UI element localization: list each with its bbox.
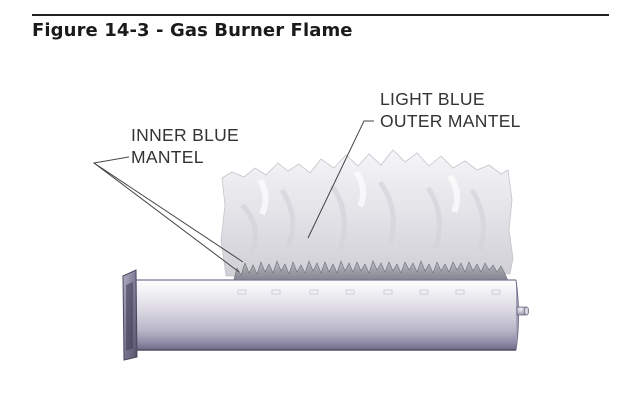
outer-label-line1: LIGHT BLUE bbox=[380, 89, 485, 109]
outer-mantel-leader bbox=[307, 120, 374, 239]
inner-label-line2: MANTEL bbox=[131, 147, 204, 167]
tube-end-pin bbox=[516, 306, 530, 316]
inner-mantel-flame bbox=[232, 260, 510, 284]
inner-mantel-leader-upper bbox=[92, 156, 244, 263]
figure-title: Figure 14-3 - Gas Burner Flame bbox=[32, 20, 353, 41]
inner-label-line1: INNER BLUE bbox=[131, 125, 240, 145]
leader-lines bbox=[92, 120, 374, 273]
burner-ports bbox=[237, 289, 501, 295]
outer-mantel-flame bbox=[220, 149, 514, 277]
burner-tube bbox=[131, 279, 519, 351]
top-rule bbox=[32, 14, 609, 16]
tube-open-end bbox=[122, 269, 138, 361]
inner-blue-mantel-label: INNER BLUE MANTEL bbox=[131, 124, 239, 168]
inner-mantel-leader-lower bbox=[93, 162, 240, 273]
light-blue-outer-mantel-label: LIGHT BLUE OUTER MANTEL bbox=[380, 88, 521, 132]
outer-label-line2: OUTER MANTEL bbox=[380, 111, 521, 131]
